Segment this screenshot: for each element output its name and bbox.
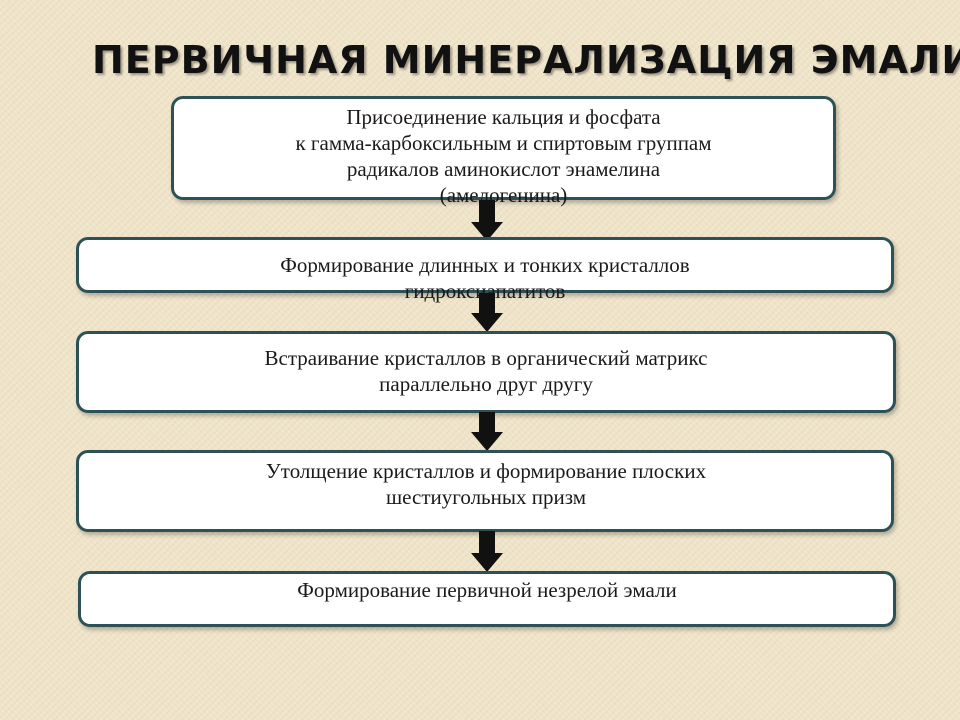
step-4-text: Утолщение кристаллов и формирование плос… — [265, 459, 707, 509]
step-3-box — [76, 331, 896, 413]
step-5-box — [78, 571, 896, 627]
down-arrow-1-icon — [471, 200, 503, 241]
slide-title: ПЕРВИЧНАЯ МИНЕРАЛИЗАЦИЯ ЭМАЛИ — [92, 38, 960, 82]
step-1-text: Присоединение кальция и фосфата к гамма-… — [295, 105, 712, 207]
step-5-text: Формирование первичной незрелой эмали — [297, 578, 677, 602]
step-4-box — [76, 450, 894, 532]
step-1-box — [171, 96, 836, 200]
step-2-box — [76, 237, 894, 293]
down-arrow-3-icon — [471, 412, 503, 451]
step-3-text: Встраивание кристаллов в органический ма… — [264, 346, 708, 396]
down-arrow-4-icon — [471, 531, 503, 572]
down-arrow-2-icon — [471, 293, 503, 332]
